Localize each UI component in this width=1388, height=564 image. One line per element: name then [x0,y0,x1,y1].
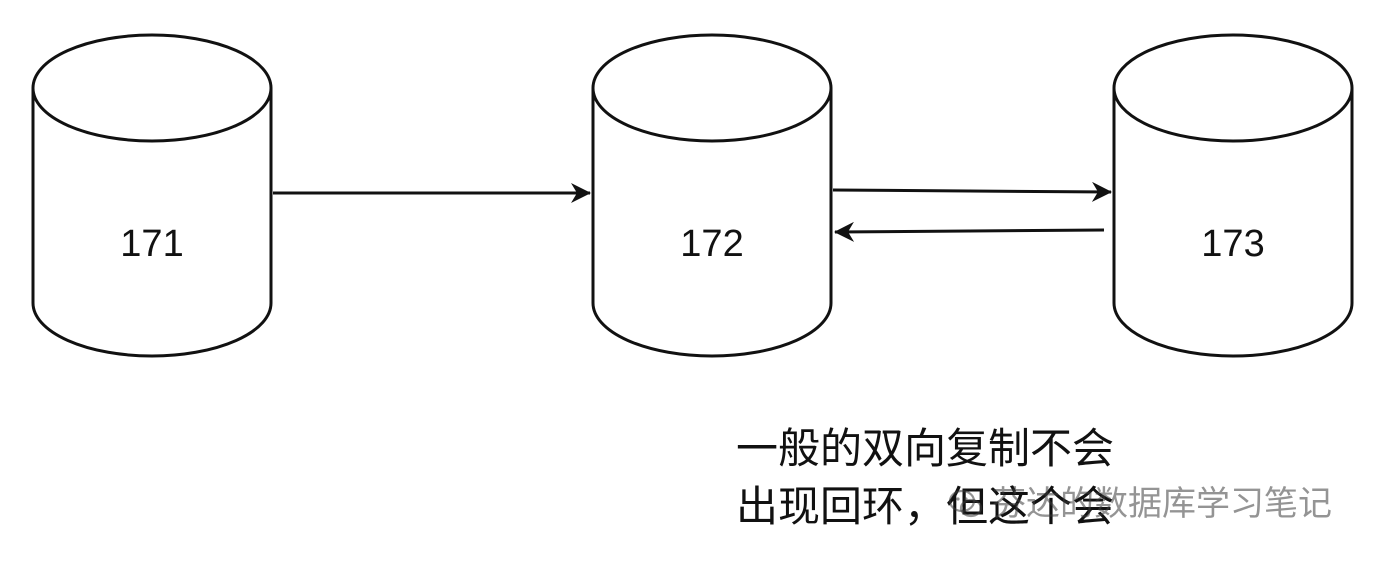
annotation-line-2: 出现回环，但这个会 [736,482,1115,531]
watermark: 芬达的数据库学习笔记 [946,482,1332,526]
database-label-173: 173 [1201,223,1264,265]
annotation-line-1: 一般的双向复制不会 [736,424,1115,473]
database-node-173: 173 [1112,33,1354,358]
watermark-text: 芬达的数据库学习笔记 [992,484,1332,524]
edge-172-to-173 [832,181,1112,202]
database-label-172: 172 [680,223,743,265]
annotation-text: 一般的双向复制不会 出现回环，但这个会 [736,420,1114,536]
database-node-171: 171 [31,33,273,358]
wechat-icon [948,489,983,518]
database-node-172: 172 [591,33,833,358]
database-label-171: 171 [120,223,183,265]
edge-173-to-172 [834,221,1105,242]
